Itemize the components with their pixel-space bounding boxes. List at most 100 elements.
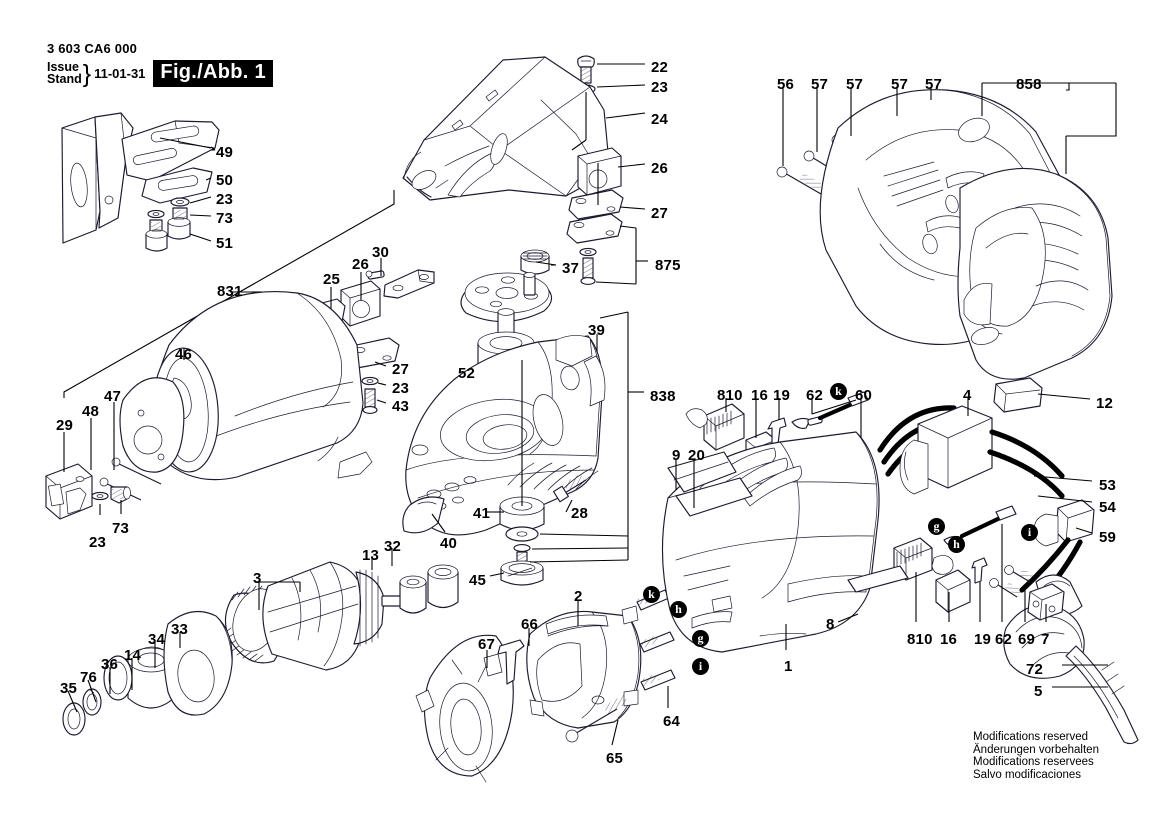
title-block: 3 603 CA6 000 Issue Stand } 11-01-31 Fig…: [47, 41, 273, 87]
part-group-electrics: [685, 377, 1139, 745]
marker-i: i: [692, 658, 709, 675]
callout-810: 810: [907, 631, 933, 648]
callout-27: 27: [392, 361, 410, 378]
callout-29: 29: [56, 417, 74, 434]
part-group-armature: [62, 548, 459, 736]
callout-1: 1: [784, 658, 793, 675]
disclaimer-line-fr: Modifications reservees: [973, 756, 1094, 769]
callout-858: 858: [1016, 76, 1042, 93]
callout-810: 810: [717, 387, 743, 404]
callout-23: 23: [216, 191, 234, 208]
callout-56: 56: [777, 76, 795, 93]
callout-57: 57: [891, 76, 909, 93]
part-group-motor-housing: [776, 82, 1117, 380]
callout-22: 22: [651, 59, 669, 76]
marker-g: g: [928, 518, 945, 535]
callout-57: 57: [846, 76, 864, 93]
callout-69: 69: [1018, 631, 1036, 648]
callout-25: 25: [323, 271, 341, 288]
callout-34: 34: [148, 631, 166, 648]
callout-66: 66: [521, 616, 539, 633]
callout-8: 8: [826, 616, 835, 633]
callout-5: 5: [1034, 683, 1043, 700]
callout-30: 30: [372, 244, 390, 261]
callout-7: 7: [1041, 631, 1050, 648]
callout-39: 39: [588, 322, 606, 339]
callout-57: 57: [925, 76, 943, 93]
callout-23: 23: [392, 380, 410, 397]
callout-73: 73: [216, 210, 234, 227]
callout-35: 35: [60, 680, 78, 697]
callout-16: 16: [940, 631, 958, 648]
callout-41: 41: [473, 505, 491, 522]
callout-2: 2: [574, 588, 583, 605]
callout-37: 37: [562, 260, 580, 277]
callout-3: 3: [253, 570, 262, 587]
callout-32: 32: [384, 538, 402, 555]
callout-57: 57: [811, 76, 829, 93]
callout-26: 26: [352, 256, 370, 273]
marker-g: g: [692, 630, 709, 647]
callout-27: 27: [651, 205, 669, 222]
marker-h: h: [948, 536, 965, 553]
callout-23: 23: [651, 79, 669, 96]
callout-49: 49: [216, 144, 234, 161]
part-group-brush-lower: [893, 505, 1065, 622]
callout-52: 52: [458, 365, 476, 382]
callout-64: 64: [663, 713, 681, 730]
callout-47: 47: [104, 388, 122, 405]
callout-40: 40: [440, 535, 458, 552]
callout-831: 831: [217, 283, 243, 300]
part-group-guide-block: [566, 147, 648, 285]
callout-54: 54: [1099, 499, 1117, 516]
callout-20: 20: [688, 447, 706, 464]
callout-46: 46: [175, 346, 193, 363]
callout-19: 19: [974, 631, 992, 648]
part-group-gearbox: [402, 311, 644, 586]
disclaimer-block: Modifications reserved Änderungen vorbeh…: [973, 731, 1099, 781]
callout-36: 36: [101, 656, 119, 673]
callout-24: 24: [651, 111, 669, 128]
callout-14: 14: [124, 647, 142, 664]
callout-62: 62: [995, 631, 1013, 648]
callout-16: 16: [751, 387, 769, 404]
callout-59: 59: [1099, 529, 1117, 546]
part-group-body-shell: [661, 431, 909, 653]
disclaimer-line-en: Modifications reserved: [973, 731, 1089, 743]
callout-28: 28: [571, 505, 589, 522]
issue-date: 11-01-31: [94, 66, 146, 81]
callout-12: 12: [1096, 395, 1114, 412]
part-group-gear-cover: [45, 291, 373, 520]
issue-stand-labels: Issue Stand: [47, 61, 82, 85]
callout-72: 72: [1026, 661, 1044, 678]
callout-23: 23: [89, 534, 107, 551]
figure-badge: Fig./Abb. 1: [153, 60, 273, 87]
callout-67: 67: [478, 636, 496, 653]
callout-43: 43: [392, 398, 410, 415]
callout-4: 4: [963, 387, 972, 404]
marker-k: k: [830, 383, 847, 400]
callout-76: 76: [80, 669, 98, 686]
part-group-field-housing: [415, 589, 676, 783]
callout-9: 9: [672, 447, 681, 464]
part-number: 3 603 CA6 000: [47, 41, 138, 56]
callout-50: 50: [216, 172, 234, 189]
marker-h: h: [670, 601, 687, 618]
callout-62: 62: [806, 387, 824, 404]
callout-875: 875: [655, 257, 681, 274]
part-group-base-plate: [61, 112, 220, 252]
part-group-top-housing: [402, 55, 646, 201]
callout-45: 45: [469, 572, 487, 589]
callout-48: 48: [82, 403, 100, 420]
marker-i: i: [1021, 524, 1038, 541]
callout-51: 51: [216, 235, 234, 252]
disclaimer-line-de: Änderungen vorbehalten: [973, 743, 1099, 756]
callout-65: 65: [606, 750, 624, 767]
disclaimer-line-es: Salvo modificaciones: [973, 768, 1082, 781]
callout-53: 53: [1099, 477, 1117, 494]
callout-73: 73: [112, 520, 130, 537]
callout-13: 13: [362, 547, 380, 564]
brace-glyph: }: [82, 59, 92, 88]
